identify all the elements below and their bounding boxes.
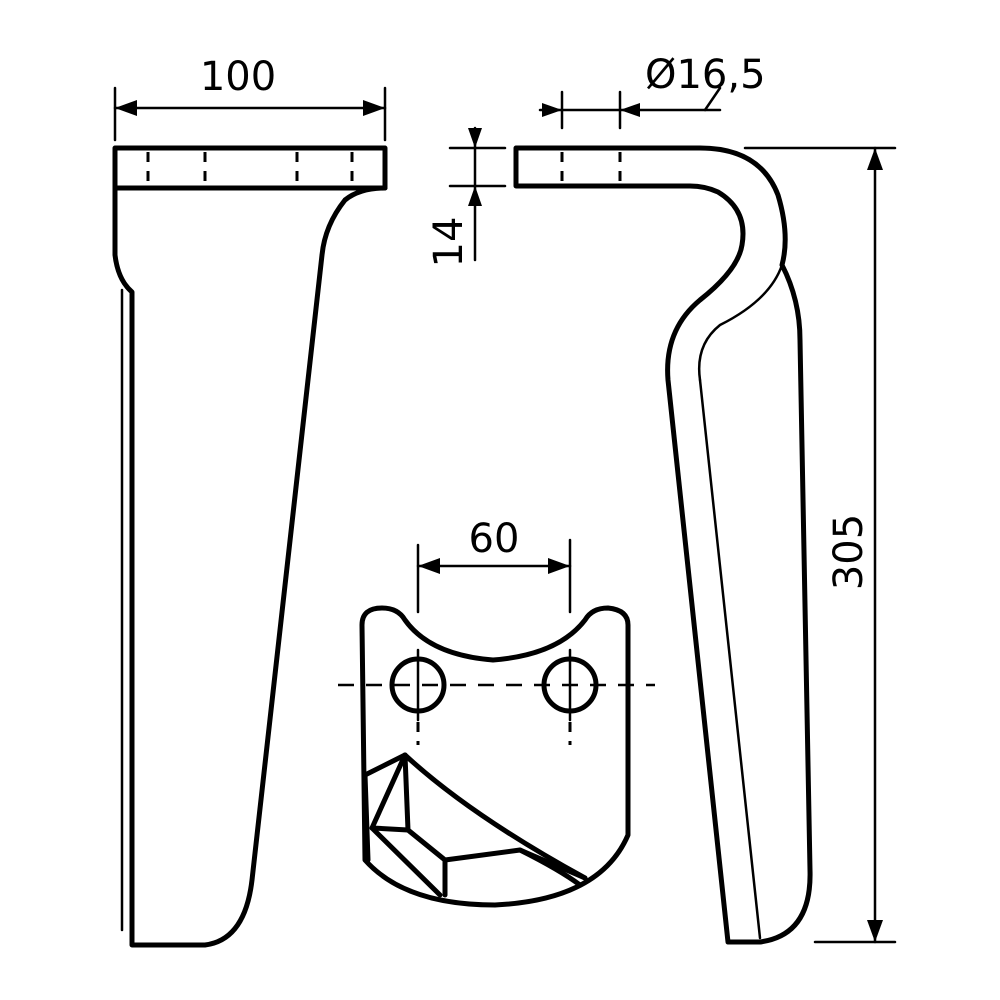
blade-front-view bbox=[112, 145, 388, 948]
side-blade-inner-edge-top bbox=[698, 263, 784, 382]
arrowhead bbox=[542, 103, 562, 117]
arrowhead bbox=[620, 103, 640, 117]
plate-bent-tip bbox=[362, 752, 588, 881]
dimension-hole-diameter: Ø16,5 bbox=[538, 52, 766, 130]
plate-facet bbox=[517, 847, 583, 888]
dimension-hole-spacing: 60 bbox=[416, 516, 572, 614]
side-blade-inner-edge bbox=[698, 378, 762, 940]
side-blade-outline bbox=[513, 145, 813, 945]
front-flange bbox=[112, 145, 388, 191]
dimension-hole-spacing-label: 60 bbox=[469, 516, 520, 562]
arrowhead bbox=[867, 920, 883, 942]
blade-plate-view bbox=[338, 605, 655, 908]
plate-facet bbox=[369, 825, 411, 833]
arrowhead bbox=[363, 100, 385, 116]
plate-outline bbox=[359, 605, 631, 908]
front-blade-outline bbox=[112, 185, 388, 948]
dimension-width-label: 100 bbox=[200, 54, 276, 100]
leader-line bbox=[703, 86, 722, 112]
arrowhead bbox=[418, 558, 440, 574]
arrowhead bbox=[867, 148, 883, 170]
dimension-height-label: 305 bbox=[826, 514, 872, 590]
dimension-thickness-label: 14 bbox=[426, 217, 472, 268]
dimension-height: 305 bbox=[743, 146, 897, 944]
dimension-thickness: 14 bbox=[426, 126, 507, 268]
dimension-hole-diameter-label: Ø16,5 bbox=[645, 52, 766, 98]
plate-facet bbox=[362, 772, 371, 863]
plate-facet bbox=[402, 752, 588, 881]
dimension-width: 100 bbox=[113, 54, 387, 142]
arrowhead bbox=[468, 128, 482, 148]
front-blade-bevel-top bbox=[115, 260, 134, 294]
arrowhead bbox=[115, 100, 137, 116]
arrowhead bbox=[468, 186, 482, 206]
arrowhead bbox=[548, 558, 570, 574]
blade-side-view bbox=[513, 145, 813, 945]
